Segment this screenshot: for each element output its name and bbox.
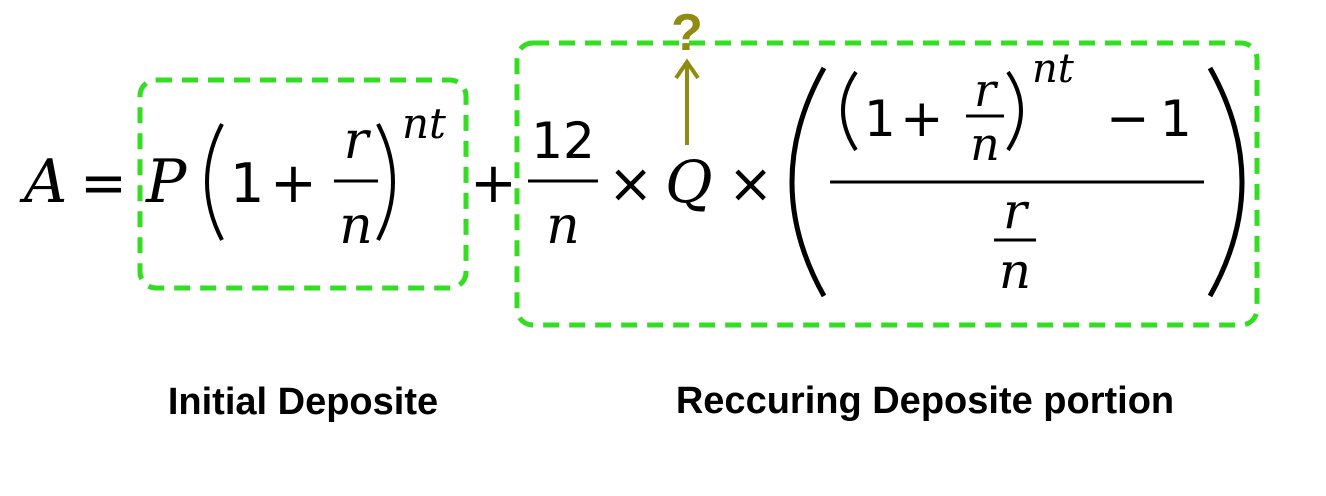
inner-right-paren (1006, 70, 1023, 152)
minus-sign: − (1106, 89, 1150, 149)
rate-denominator: n (339, 196, 373, 256)
one-digit: 1 (1160, 90, 1192, 148)
plus-sign: + (470, 151, 517, 216)
times-sign: × (728, 152, 773, 215)
recurring-deposit-label: Reccuring Deposite portion (676, 380, 1174, 422)
rate-numerator: r (344, 111, 372, 171)
exponent: nt (402, 99, 446, 148)
times-sign: × (608, 152, 653, 215)
plus-sign: + (900, 89, 944, 149)
initial-deposit-label: Initial Deposite (168, 381, 438, 423)
rate-denominator: n (999, 242, 1031, 300)
one-digit: 1 (864, 90, 896, 148)
big-right-paren (1207, 66, 1245, 298)
right-paren (376, 123, 395, 241)
months-numerator: 12 (531, 112, 595, 170)
rate-numerator: r (1003, 182, 1030, 240)
rate-numerator: r (974, 63, 999, 117)
rate-denominator: n (970, 117, 1000, 171)
months-denominator: n (546, 196, 580, 256)
left-paren (205, 123, 224, 241)
amount-symbol: A (19, 147, 67, 217)
one-digit: 1 (230, 152, 264, 215)
up-arrow-icon (674, 58, 700, 145)
exponent: nt (1032, 46, 1075, 92)
big-left-paren (789, 66, 827, 298)
principal-symbol: P (145, 147, 188, 217)
inner-left-paren (841, 70, 858, 152)
recurring-deposit-box (514, 40, 1260, 328)
equals-sign: = (80, 151, 127, 216)
plus-sign: + (270, 151, 317, 216)
payment-symbol: Q (665, 148, 713, 216)
question-mark: ? (671, 4, 703, 62)
